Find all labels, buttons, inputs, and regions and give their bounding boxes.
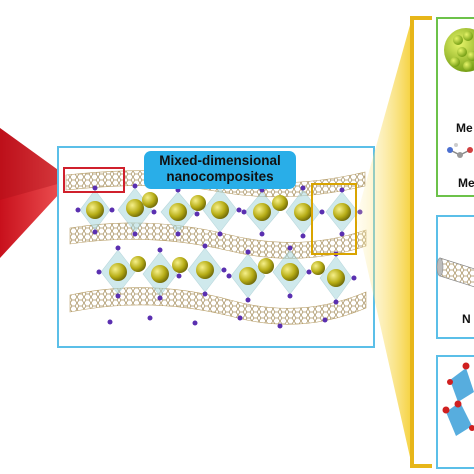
- title-line-2: nanocomposites: [166, 169, 274, 184]
- side-panel-1-label-top: Me: [456, 121, 473, 135]
- highlight-box-red: [63, 167, 125, 193]
- metal-ion-spheres: [86, 192, 351, 287]
- red-cone-icon: [0, 128, 72, 258]
- fullerene-cluster-icon: [444, 28, 474, 72]
- title-label: Mixed-dimensional nanocomposites: [150, 153, 290, 185]
- side-panel-2-label: N: [462, 312, 471, 326]
- title-badge: [144, 151, 296, 189]
- molecule-icon: [447, 143, 473, 158]
- highlight-box-gold: [311, 183, 357, 255]
- nanotube-icon: [436, 257, 474, 288]
- panel-bracket: [410, 16, 432, 468]
- side-panel-1-label-bottom: Me: [458, 176, 474, 190]
- zoom-fan: [356, 18, 412, 466]
- title-line-1: Mixed-dimensional: [159, 153, 281, 168]
- crystal-lattice-icon: [442, 362, 474, 436]
